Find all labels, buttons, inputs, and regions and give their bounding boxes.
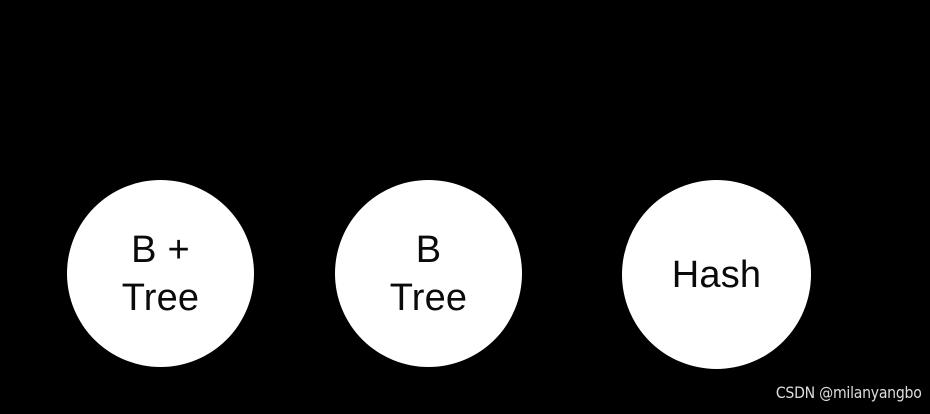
node-b-tree-label-line1: B [415,228,442,271]
node-b-plus-tree-label-line1: B + [131,228,190,271]
node-hash[interactable]: Hash [622,180,811,369]
node-b-plus-tree-label-line2: Tree [121,276,200,319]
node-b-tree-label-line2: Tree [389,276,468,319]
node-b-tree[interactable]: B Tree [335,180,522,367]
csdn-watermark: CSDN @milanyangbo [776,383,922,402]
node-b-plus-tree[interactable]: B + Tree [67,180,254,367]
node-hash-label-line1: Hash [671,253,762,296]
